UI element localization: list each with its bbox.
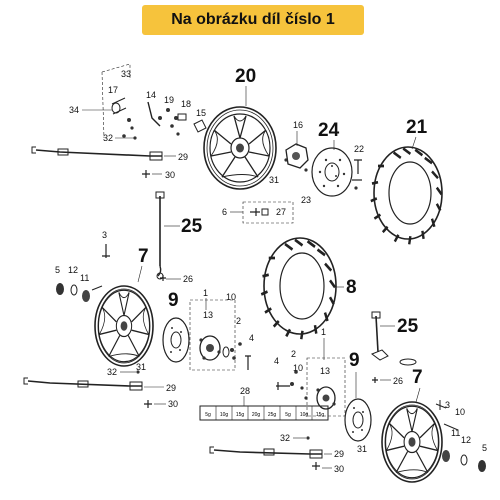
callout-23: 23 [301, 195, 311, 205]
callout-1b: 1 [321, 327, 326, 337]
callout-29c: 29 [334, 449, 344, 459]
callout-4b: 4 [274, 356, 279, 366]
strip-label: 15g [236, 412, 245, 418]
callout-31a: 31 [269, 175, 279, 185]
callout-9a: 9 [168, 290, 179, 311]
strip-label: 10g [300, 412, 309, 418]
callout-27: 27 [276, 207, 286, 217]
callout-29a: 29 [178, 152, 188, 162]
callout-13b: 13 [320, 366, 330, 376]
tire-21 [369, 146, 443, 246]
callout-18: 18 [181, 99, 191, 109]
callout-26b: 26 [393, 376, 403, 386]
wheel-front-left [94, 285, 154, 367]
callout-10b: 10 [293, 363, 303, 373]
brake-disc-right [344, 398, 372, 442]
callout-15: 15 [196, 108, 206, 118]
valve-27 [242, 201, 294, 224]
strip-label: 25g [268, 412, 277, 418]
callout-13a: 13 [203, 310, 213, 320]
lever-bracket [101, 63, 207, 139]
strip-label: 5g [205, 412, 211, 418]
callout-31b: 31 [136, 362, 146, 372]
hub-assembly-right [276, 357, 346, 417]
strip-label: 20g [252, 412, 261, 418]
wheel-front-right [381, 401, 443, 483]
callout-2a: 2 [236, 316, 241, 326]
callout-34: 34 [69, 105, 79, 115]
brake-hose-25b [370, 311, 417, 366]
title-text: Na obrázku díl číslo 1 [171, 11, 335, 28]
title-banner: Na obrázku díl číslo 1 [142, 5, 364, 35]
callout-16: 16 [293, 120, 303, 130]
brake-disc-24 [311, 147, 353, 197]
hub-16 [284, 143, 309, 172]
callout-33: 33 [121, 69, 131, 79]
callout-19: 19 [164, 95, 174, 105]
callout-3b: 3 [445, 400, 450, 410]
callout-7a: 7 [138, 246, 149, 267]
callout-32b: 32 [107, 367, 117, 377]
tire-8 [259, 237, 337, 341]
callout-21: 21 [406, 117, 428, 138]
brake-hose-25a [155, 191, 165, 280]
callout-5b: 5 [482, 443, 487, 453]
callout-24: 24 [318, 120, 340, 141]
callout-5a: 5 [55, 265, 60, 275]
callout-31c: 31 [357, 444, 367, 454]
callout-29b: 29 [166, 383, 176, 393]
callout-4a: 4 [249, 333, 254, 343]
strip-label: 5g [285, 412, 291, 418]
strip-label: 10g [220, 412, 229, 418]
callout-10b-right: 10 [455, 407, 465, 417]
callout-12a: 12 [68, 265, 78, 275]
callout-7b: 7 [412, 367, 423, 388]
callout-26a: 26 [183, 274, 193, 284]
wheel-20 [203, 106, 277, 190]
callout-11a: 11 [80, 273, 89, 283]
callout-3a: 3 [102, 230, 107, 240]
callout-2b: 2 [291, 349, 296, 359]
callout-32c: 32 [280, 433, 290, 443]
callout-11b: 11 [451, 428, 460, 438]
callout-9b: 9 [349, 350, 360, 371]
callout-8: 8 [346, 277, 357, 298]
hub-assembly-left [189, 299, 251, 371]
callout-25a: 25 [181, 216, 203, 237]
balance-weight-strip: 5g 10g 15g 20g 25g 5g 10g 15g [199, 405, 329, 421]
callout-12b: 12 [461, 435, 471, 445]
callout-20: 20 [235, 66, 256, 87]
front-brake-cable [31, 146, 163, 161]
callout-30c: 30 [334, 464, 344, 474]
callout-10a: 10 [226, 292, 236, 302]
callout-1a: 1 [203, 288, 208, 298]
brake-disc-left [162, 317, 190, 363]
callout-30b: 30 [168, 399, 178, 409]
callout-25b: 25 [397, 316, 419, 337]
callout-28: 28 [240, 386, 250, 396]
bolts-22 [352, 159, 362, 190]
callout-30a: 30 [165, 170, 175, 180]
callout-17: 17 [108, 85, 118, 95]
callout-32a: 32 [103, 133, 113, 143]
strip-label: 15g [316, 412, 325, 418]
callout-22: 22 [354, 144, 364, 154]
callout-14: 14 [146, 90, 156, 100]
callout-6: 6 [222, 207, 227, 217]
speedo-cable-left [23, 377, 143, 391]
speedo-cable-right [209, 446, 323, 459]
